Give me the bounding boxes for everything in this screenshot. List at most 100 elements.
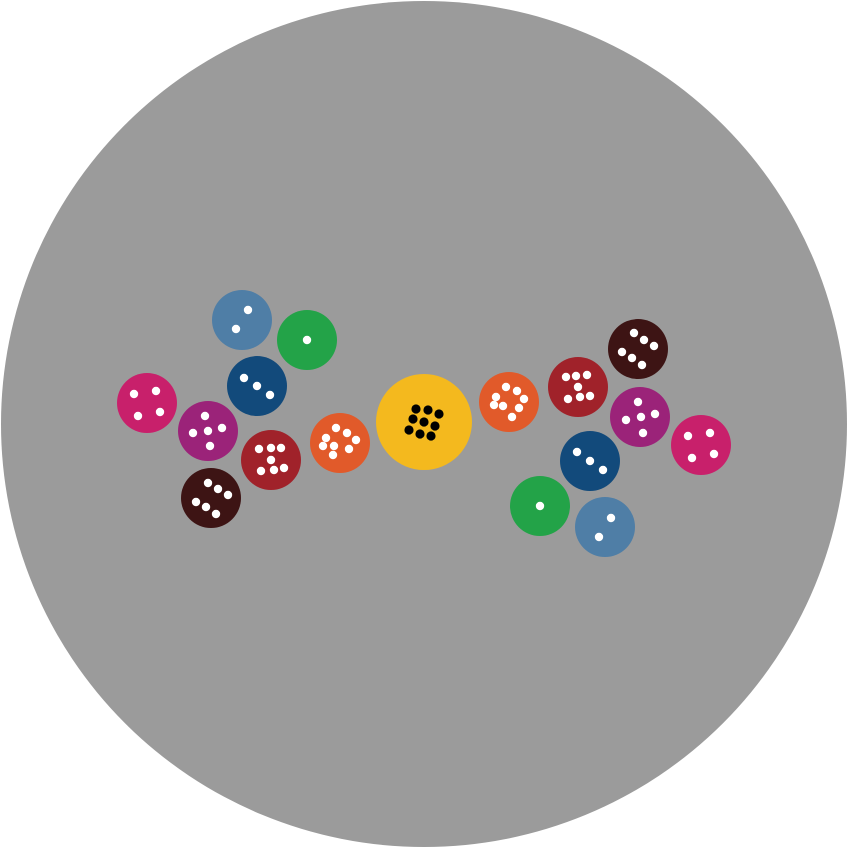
ball-dot <box>683 431 693 441</box>
dark-brown-ball-right <box>608 319 668 379</box>
purple-ball-left <box>178 401 238 461</box>
ball-dot <box>709 449 719 459</box>
ball-dot <box>279 463 289 473</box>
ball-dot <box>535 501 545 511</box>
red-ball-right <box>548 357 608 417</box>
ball-dot <box>501 382 511 392</box>
ball-dot <box>269 465 279 475</box>
ball-dot <box>328 450 338 460</box>
ball-dot <box>133 411 143 421</box>
steel-blue-ball-left <box>212 290 272 350</box>
steel-blue-ball-right <box>575 497 635 557</box>
ball-dot <box>404 425 414 435</box>
red-ball-left <box>241 430 301 490</box>
ball-dot <box>519 394 529 404</box>
purple-ball-right <box>610 387 670 447</box>
balls-layer <box>117 290 731 557</box>
orange-ball-left <box>310 413 370 473</box>
ball-disc <box>575 497 635 557</box>
ball-dot <box>351 435 361 445</box>
ball-dot <box>633 397 643 407</box>
orange-ball-right <box>479 372 539 432</box>
ball-dot <box>342 428 352 438</box>
ball-dot <box>239 373 249 383</box>
ball-dot <box>329 441 339 451</box>
ball-dot <box>188 428 198 438</box>
ball-dot <box>561 372 571 382</box>
ball-dot <box>419 417 429 427</box>
dark-brown-ball-left <box>181 468 241 528</box>
ball-dot <box>276 443 286 453</box>
ball-dot <box>423 405 433 415</box>
ball-dot <box>621 415 631 425</box>
ball-dot <box>498 401 508 411</box>
ball-dot <box>426 431 436 441</box>
ball-dot <box>638 428 648 438</box>
ball-dot <box>585 391 595 401</box>
navy-ball-right <box>560 431 620 491</box>
magenta-ball-right <box>671 415 731 475</box>
ball-dot <box>203 478 213 488</box>
ball-dot <box>254 444 264 454</box>
ball-disc <box>117 373 177 433</box>
ball-dot <box>573 382 583 392</box>
green-ball-right <box>510 476 570 536</box>
ball-dot <box>491 392 501 402</box>
ball-disc <box>181 468 241 528</box>
ball-dot <box>563 394 573 404</box>
ball-dot <box>217 423 227 433</box>
ball-dot <box>200 411 210 421</box>
ball-dot <box>265 390 275 400</box>
ball-dot <box>211 509 221 519</box>
ball-dot <box>585 456 595 466</box>
yellow-ball-center <box>376 374 472 470</box>
ball-dot <box>594 532 604 542</box>
green-ball-left <box>277 310 337 370</box>
ball-dot <box>331 423 341 433</box>
ball-dot <box>213 484 223 494</box>
ball-dot <box>512 386 522 396</box>
ball-dot <box>408 414 418 424</box>
ball-dot <box>415 429 425 439</box>
ball-dot <box>321 433 331 443</box>
ball-dot <box>430 421 440 431</box>
ball-dot <box>705 428 715 438</box>
ball-disc <box>212 290 272 350</box>
ball-dot <box>636 412 646 422</box>
ball-dot <box>629 328 639 338</box>
ball-dot <box>639 335 649 345</box>
ball-dot <box>507 412 517 422</box>
ball-dot <box>252 381 262 391</box>
ball-dot <box>572 447 582 457</box>
ball-dot <box>434 409 444 419</box>
ball-dot <box>318 441 328 451</box>
ball-dot <box>687 453 697 463</box>
ball-dot <box>627 353 637 363</box>
ball-dot <box>598 465 608 475</box>
ball-dot <box>617 347 627 357</box>
ball-dot <box>266 443 276 453</box>
ball-dot <box>571 371 581 381</box>
ball-dot <box>243 305 253 315</box>
ball-dot <box>411 404 421 414</box>
ball-dot <box>155 407 165 417</box>
ball-dot <box>582 370 592 380</box>
ball-dot <box>256 466 266 476</box>
ball-dot <box>606 513 616 523</box>
magenta-ball-left <box>117 373 177 433</box>
ball-dot <box>650 409 660 419</box>
ball-dot <box>637 360 647 370</box>
ball-disc <box>671 415 731 475</box>
ball-dot <box>231 324 241 334</box>
ball-dot <box>201 502 211 512</box>
ball-disc <box>310 413 370 473</box>
ball-dot <box>649 341 659 351</box>
ball-dot <box>205 441 215 451</box>
ball-dot <box>514 403 524 413</box>
ball-dot <box>151 386 161 396</box>
ball-dot <box>266 455 276 465</box>
ball-dot <box>302 335 312 345</box>
ball-dot <box>191 497 201 507</box>
ball-dot <box>203 426 213 436</box>
